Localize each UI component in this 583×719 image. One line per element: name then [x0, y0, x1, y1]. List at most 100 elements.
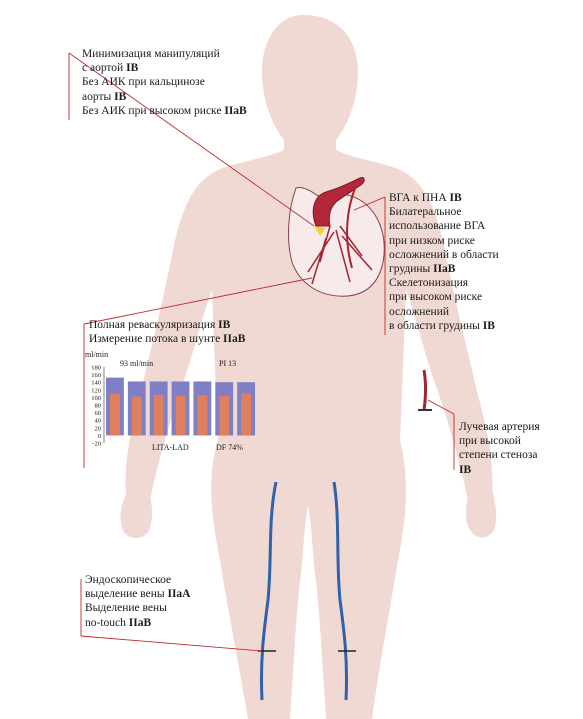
ita-line-text: Скелетонизация [389, 277, 469, 290]
body-silhouette [120, 15, 497, 719]
leader-vein [80, 579, 263, 652]
heart-outline [288, 187, 385, 297]
leader-radial [427, 399, 455, 470]
ita-line-text: при низком риске [389, 234, 475, 247]
chart-ytick: -20 [92, 441, 101, 448]
chart-bar-secondary [175, 395, 186, 436]
vein-line: выделение вены IIaA [85, 587, 190, 601]
aorta-line: Без АИК при кальцинозе [82, 75, 247, 89]
heart [288, 177, 385, 297]
vein-line-text: no-touch [85, 616, 129, 629]
chart-ytick: 160 [91, 372, 101, 379]
radial-artery [422, 369, 427, 411]
aorta-line-text: аорты [82, 90, 115, 103]
revasc-line-text: Полная реваскуляризация [89, 319, 219, 331]
left-hand [120, 490, 152, 538]
radial-line: степени стеноза [459, 448, 540, 462]
ita-line-text: Билатеральное [389, 206, 462, 219]
chart-df-label: DF 74% [216, 443, 243, 452]
ita-line: осложнений [389, 305, 499, 319]
revasc-line-text: Измерение потока в шунте [89, 333, 224, 346]
right-hand [466, 490, 497, 538]
chart-pi-label: PI 13 [219, 359, 236, 368]
ita-line: в области грудины IB [389, 319, 499, 333]
torso-and-arms [125, 150, 493, 719]
radial-line-text: степени стеноза [459, 449, 538, 462]
radial-line: IB [459, 463, 540, 477]
aorta-line: Без АИК при высоком риске IIaB [82, 104, 247, 118]
ita-grade: IB [482, 319, 495, 332]
ita-line-text: использование ВГА [389, 220, 486, 233]
chart-ytick: 180 [91, 365, 101, 372]
chart-bar-secondary [241, 393, 251, 436]
vein-line-text: Эндоскопическое [85, 574, 172, 586]
vein-grade: IIaB [128, 616, 152, 629]
coronary-vessels [307, 225, 373, 285]
chart-flow-label: 93 ml/min [120, 359, 153, 368]
chart-bar-secondary [153, 395, 164, 436]
vein-line: no-touch IIaB [85, 616, 190, 630]
chart-ytick: 140 [91, 380, 101, 387]
vein-grade: IIaA [167, 588, 191, 601]
chart-vessel-label: LITA-LAD [152, 443, 189, 452]
aorta-line-text: с аортой [82, 62, 127, 75]
ita-line: Скелетонизация [389, 276, 499, 290]
chart-ytick: 20 [95, 425, 102, 432]
ita-line-text: ВГА к ПНА [389, 192, 450, 204]
chart-bar-secondary [131, 396, 142, 436]
aorta-line-text: Без АИК при кальцинозе [82, 76, 205, 89]
aorta-line: аорты IB [82, 90, 247, 104]
chart-ytick: 40 [95, 418, 102, 425]
chart-ytick: 60 [95, 410, 102, 417]
chart-bar-secondary [197, 395, 208, 436]
chart-ytick: 80 [95, 403, 102, 410]
ita-line: при низком риске [389, 234, 499, 248]
aortic-arch [312, 177, 365, 227]
leader-ita [353, 196, 386, 335]
aorta-line: Минимизация манипуляций [82, 47, 247, 61]
vein-line-text: Выделение вены [85, 602, 167, 615]
vein-line: Эндоскопическое [85, 573, 190, 587]
revasc-line: Полная реваскуляризация IB [89, 318, 245, 332]
aorta-line-text: Минимизация манипуляций [82, 48, 220, 60]
vein-line-text: выделение вены [85, 588, 168, 601]
aorta-line-text: Без АИК при высоком риске [82, 104, 225, 117]
ita-line-text: при высоком риске [389, 291, 483, 304]
revasc-grade: IB [218, 319, 231, 331]
chart-ylabel: ml/min [85, 350, 108, 359]
radial-line-text: Лучевая артерия [459, 421, 540, 433]
aorta-grade: IB [126, 62, 139, 75]
revasc-grade: IIaB [223, 333, 246, 346]
leader-aorta [68, 52, 315, 227]
ita-line: грудины IIaB [389, 262, 499, 276]
ita-line-text: в области грудины [389, 319, 483, 332]
ita-line: Билатеральное [389, 205, 499, 219]
leader-lines [68, 52, 455, 652]
ita-line: при высоком риске [389, 290, 499, 304]
right-leg-vein [332, 481, 349, 701]
chart-ytick: 100 [91, 395, 101, 402]
vein-line: Выделение вены [85, 601, 190, 615]
aorta-line: с аортой IB [82, 61, 247, 75]
radial-grade: IB [459, 463, 472, 476]
aorta-grade: IIaB [224, 104, 247, 117]
ita-line: ВГА к ПНА IB [389, 191, 499, 205]
ita-graft [346, 185, 357, 269]
revasc-line: Измерение потока в шунте IIaB [89, 332, 245, 346]
aorta-grade: IB [114, 90, 127, 103]
radial-line: Лучевая артерия [459, 420, 540, 434]
chart-bar-secondary [219, 395, 230, 436]
radial-line: при высокой [459, 434, 540, 448]
chart-ytick: 120 [91, 387, 101, 394]
radial-line-text: при высокой [459, 435, 521, 448]
chart-ytick: 0 [98, 433, 101, 440]
